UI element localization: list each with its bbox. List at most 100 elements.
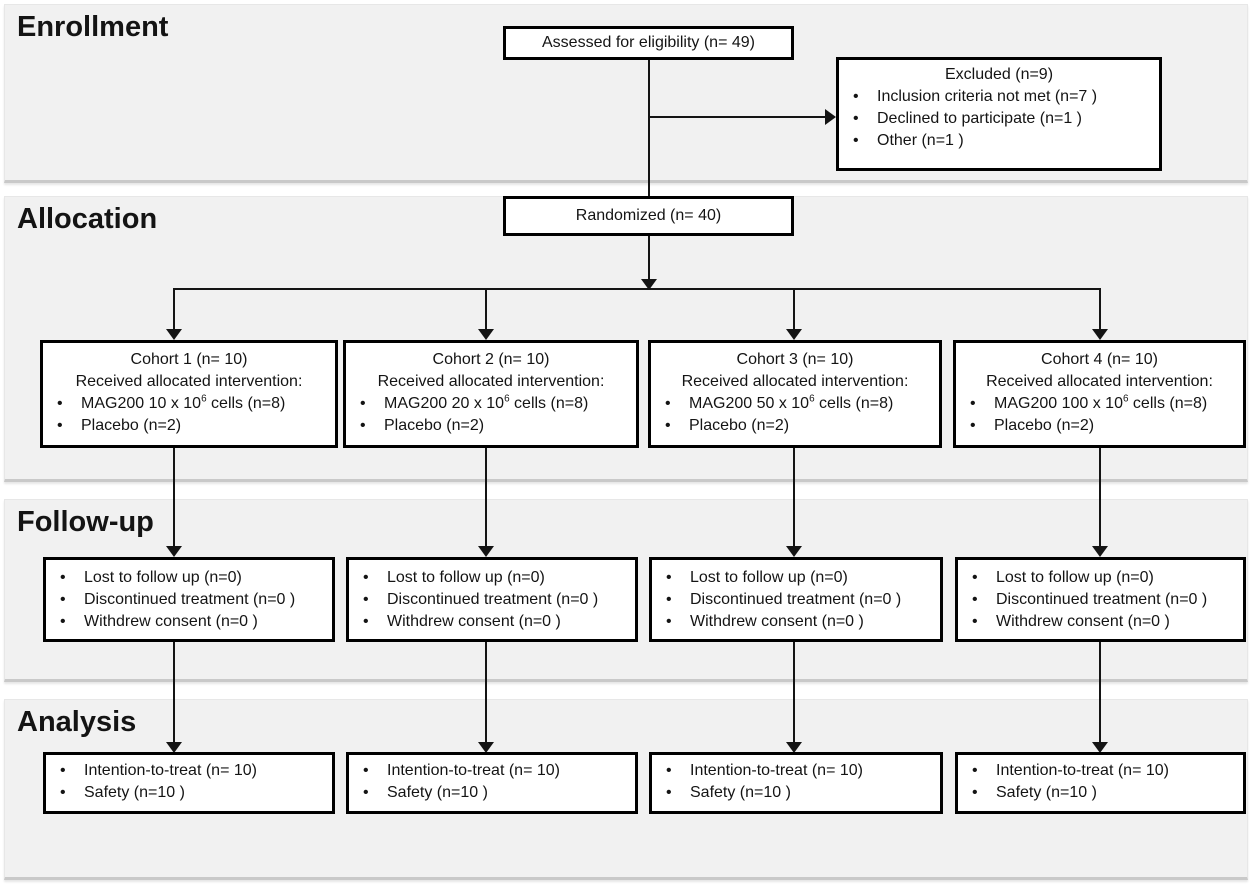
connector-randomized-split	[648, 235, 650, 279]
cohort-subtitle: Received allocated intervention:	[681, 373, 909, 390]
followup-item: Lost to follow up (n=0)	[46, 567, 332, 589]
arrowhead-followup-1	[166, 546, 182, 557]
followup-items: Lost to follow up (n=0) Discontinued tre…	[652, 567, 940, 633]
arrowhead-analysis-2	[478, 742, 494, 753]
mag-text-pre: MAG200 20 x 10	[384, 395, 505, 412]
cohort-title: Cohort 1 (n= 10)	[130, 351, 248, 368]
connector-split-cohort-2	[485, 289, 487, 330]
connector-cohort-followup-4	[1099, 448, 1101, 547]
arrowhead-followup-4	[1092, 546, 1108, 557]
arrowhead-followup-2	[478, 546, 494, 557]
connector-followup-analysis-3	[793, 642, 795, 742]
followup-item: Discontinued treatment (n=0 )	[958, 589, 1243, 611]
analysis-items: Intention-to-treat (n= 10) Safety (n=10 …	[46, 760, 332, 804]
connector-followup-analysis-4	[1099, 642, 1101, 742]
arrowhead-cohort-1	[166, 329, 182, 340]
cohort-items: MAG200 50 x 106 cells (n=8) Placebo (n=2…	[651, 393, 939, 437]
section-label-analysis: Analysis	[17, 706, 137, 738]
analysis-items: Intention-to-treat (n= 10) Safety (n=10 …	[349, 760, 635, 804]
followup-item: Discontinued treatment (n=0 )	[652, 589, 940, 611]
followup-item: Withdrew consent (n=0 )	[46, 611, 332, 633]
analysis-item: Safety (n=10 )	[349, 782, 635, 804]
randomized-box: Randomized (n= 40)	[503, 196, 794, 236]
followup-items: Lost to follow up (n=0) Discontinued tre…	[958, 567, 1243, 633]
arrowhead-analysis-3	[786, 742, 802, 753]
followup-item: Lost to follow up (n=0)	[958, 567, 1243, 589]
mag-exponent: 6	[809, 393, 815, 405]
split-line	[173, 288, 1101, 290]
mag-text-pre: MAG200 50 x 10	[689, 395, 810, 412]
analysis-item: Safety (n=10 )	[652, 782, 940, 804]
mag-text-post: cells (n=8)	[509, 395, 589, 412]
randomized-text: Randomized (n= 40)	[575, 207, 722, 224]
followup-item: Withdrew consent (n=0 )	[349, 611, 635, 633]
mag-exponent: 6	[504, 393, 510, 405]
followup-item: Withdrew consent (n=0 )	[652, 611, 940, 633]
section-label-allocation: Allocation	[17, 203, 158, 235]
connector-cohort-followup-2	[485, 448, 487, 547]
followup-item: Lost to follow up (n=0)	[652, 567, 940, 589]
followup-items: Lost to follow up (n=0) Discontinued tre…	[46, 567, 332, 633]
cohort-item-mag: MAG200 50 x 106 cells (n=8)	[651, 393, 939, 415]
followup-1-box: Lost to follow up (n=0) Discontinued tre…	[43, 557, 335, 642]
excluded-item: Inclusion criteria not met (n=7 )	[839, 86, 1159, 108]
followup-3-box: Lost to follow up (n=0) Discontinued tre…	[649, 557, 943, 642]
arrowhead-excluded	[825, 109, 836, 125]
followup-item: Discontinued treatment (n=0 )	[46, 589, 332, 611]
cohort-subtitle: Received allocated intervention:	[377, 373, 605, 390]
analysis-item: Intention-to-treat (n= 10)	[349, 760, 635, 782]
analysis-items: Intention-to-treat (n= 10) Safety (n=10 …	[652, 760, 940, 804]
arrowhead-cohort-3	[786, 329, 802, 340]
cohort-item-placebo: Placebo (n=2)	[346, 415, 636, 437]
cohort-items: MAG200 10 x 106 cells (n=8) Placebo (n=2…	[43, 393, 335, 437]
followup-4-box: Lost to follow up (n=0) Discontinued tre…	[955, 557, 1246, 642]
excluded-item: Declined to participate (n=1 )	[839, 108, 1159, 130]
cohort-1-box: Cohort 1 (n= 10) Received allocated inte…	[40, 340, 338, 448]
analysis-4-box: Intention-to-treat (n= 10) Safety (n=10 …	[955, 752, 1246, 814]
arrowhead-analysis-4	[1092, 742, 1108, 753]
cohort-items: MAG200 20 x 106 cells (n=8) Placebo (n=2…	[346, 393, 636, 437]
connector-followup-analysis-1	[173, 642, 175, 742]
arrowhead-cohort-4	[1092, 329, 1108, 340]
followup-item: Withdrew consent (n=0 )	[958, 611, 1243, 633]
followup-2-box: Lost to follow up (n=0) Discontinued tre…	[346, 557, 638, 642]
followup-item: Discontinued treatment (n=0 )	[349, 589, 635, 611]
cohort-item-placebo: Placebo (n=2)	[956, 415, 1243, 437]
cohort-title: Cohort 4 (n= 10)	[1041, 351, 1158, 368]
excluded-box: Excluded (n=9) Inclusion criteria not me…	[836, 57, 1162, 171]
followup-items: Lost to follow up (n=0) Discontinued tre…	[349, 567, 635, 633]
arrowhead-split	[641, 279, 657, 290]
cohort-item-mag: MAG200 100 x 106 cells (n=8)	[956, 393, 1243, 415]
assessed-text: Assessed for eligibility (n= 49)	[542, 34, 755, 51]
mag-text-post: cells (n=8)	[206, 395, 286, 412]
cohort-title: Cohort 3 (n= 10)	[736, 351, 854, 368]
connector-split-cohort-1	[173, 289, 175, 330]
cohort-item-mag: MAG200 20 x 106 cells (n=8)	[346, 393, 636, 415]
cohort-subtitle: Received allocated intervention:	[75, 373, 303, 390]
excluded-items: Inclusion criteria not met (n=7 ) Declin…	[839, 86, 1159, 152]
cohort-4-box: Cohort 4 (n= 10) Received allocated inte…	[953, 340, 1246, 448]
connector-cohort-followup-1	[173, 448, 175, 547]
arrowhead-cohort-2	[478, 329, 494, 340]
section-label-enrollment: Enrollment	[17, 11, 169, 43]
mag-text-pre: MAG200 100 x 10	[994, 395, 1123, 412]
analysis-1-box: Intention-to-treat (n= 10) Safety (n=10 …	[43, 752, 335, 814]
mag-exponent: 6	[1122, 393, 1129, 405]
analysis-item: Safety (n=10 )	[958, 782, 1243, 804]
analysis-item: Safety (n=10 )	[46, 782, 332, 804]
cohort-items: MAG200 100 x 106 cells (n=8) Placebo (n=…	[956, 393, 1243, 437]
mag-text-post: cells (n=8)	[1128, 395, 1208, 412]
excluded-title: Excluded (n=9)	[944, 66, 1054, 83]
cohort-2-box: Cohort 2 (n= 10) Received allocated inte…	[343, 340, 639, 448]
analysis-item: Intention-to-treat (n= 10)	[958, 760, 1243, 782]
cohort-item-placebo: Placebo (n=2)	[43, 415, 335, 437]
mag-text-post: cells (n=8)	[814, 395, 894, 412]
arrowhead-analysis-1	[166, 742, 182, 753]
mag-text-pre: MAG200 10 x 10	[81, 395, 202, 412]
analysis-item: Intention-to-treat (n= 10)	[46, 760, 332, 782]
analysis-items: Intention-to-treat (n= 10) Safety (n=10 …	[958, 760, 1243, 804]
connector-branch-excluded	[649, 116, 825, 118]
connector-cohort-followup-3	[793, 448, 795, 547]
connector-split-cohort-3	[793, 289, 795, 330]
